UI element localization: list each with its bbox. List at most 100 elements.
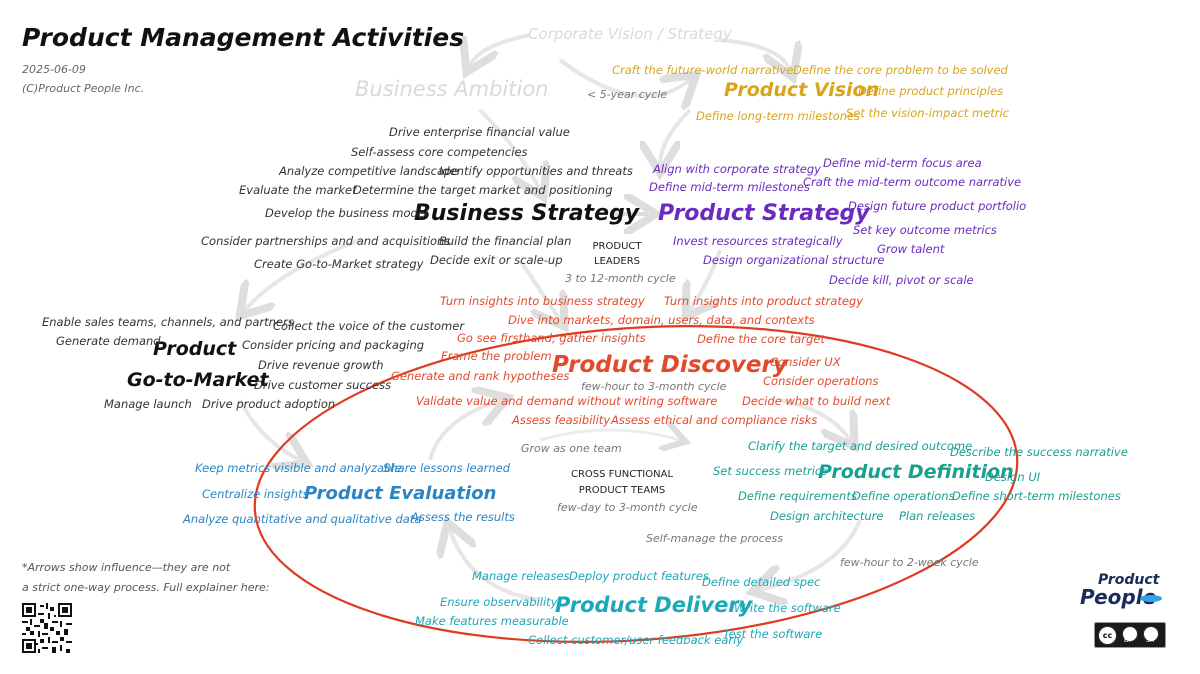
business-activity: Analyze competitive landscape xyxy=(279,164,459,178)
leaders-label-line1: PRODUCT xyxy=(592,241,642,252)
delivery-activity: Ensure observability xyxy=(440,595,558,609)
discovery-activity: Assess feasibility xyxy=(512,413,611,427)
arrow-definition-to-delivery xyxy=(760,519,862,590)
qr-code-icon[interactable] xyxy=(22,603,72,653)
discovery-activity: Turn insights into product strategy xyxy=(664,294,864,308)
footnote-line2: a strict one-way process. Full explainer… xyxy=(22,581,270,594)
team-label-line2: PRODUCT TEAMS xyxy=(578,485,666,496)
evaluation-activity: Assess the results xyxy=(411,510,515,524)
license-by-label: BY xyxy=(1124,637,1132,644)
definition-activity: Set success metrics xyxy=(713,464,828,478)
strategy-activity: Craft the mid-term outcome narrative xyxy=(803,175,1022,189)
gtm-activity: Manage launch xyxy=(104,397,192,411)
delivery-activity: Make features measurable xyxy=(415,614,569,628)
evaluation-activity: Share lessons learned xyxy=(383,461,511,475)
business-activity: Build the financial plan xyxy=(439,234,572,248)
delivery-activity: Collect customer/user feedback early xyxy=(528,633,744,647)
footnote-line1: *Arrows show influence—they are not xyxy=(22,561,231,574)
definition-cycle-label: few-hour to 2-week cycle xyxy=(840,556,979,569)
copyright-label: (C)Product People Inc. xyxy=(22,82,145,95)
business-activity: Decide exit or scale-up xyxy=(430,253,563,267)
product-people-logo: Product People xyxy=(1080,572,1170,612)
arrow-corporate-to-vision xyxy=(719,38,790,70)
arrow-vision-to-strategy xyxy=(660,108,692,165)
gtm-activity: Generate demand xyxy=(56,334,161,348)
definition-activity: Plan releases xyxy=(899,509,976,523)
logo-line1: Product xyxy=(1098,572,1160,588)
discovery-activity: Assess ethical and compliance risks xyxy=(611,413,818,427)
gtm-activity: Enable sales teams, channels, and partne… xyxy=(42,315,294,329)
arrow-discovery-to-definition xyxy=(779,398,850,440)
delivery-activity: Test the software xyxy=(723,627,823,641)
team-grow-label: Grow as one team xyxy=(521,442,622,455)
product-vision-title: Product Vision xyxy=(724,79,880,101)
corporate-vision-label: Corporate Vision / Strategy xyxy=(528,25,732,43)
arrow-ambition-to-business xyxy=(478,108,540,190)
by-person-icon xyxy=(1122,626,1138,642)
discovery-activity: Frame the problem xyxy=(441,349,552,363)
license-sa-label: SA xyxy=(1146,637,1155,644)
arrow-business-to-gtm xyxy=(245,238,361,310)
page-title: Product Management Activities xyxy=(22,23,465,52)
vision-activity: Set the vision-impact metric xyxy=(846,106,1009,120)
arrow-business-to-discovery xyxy=(518,258,560,320)
delivery-activity: Define detailed spec xyxy=(702,575,821,589)
arrow-strategy-to-discovery xyxy=(690,249,722,310)
definition-activity: Define requirements xyxy=(738,489,857,503)
product-definition-title: Product Definition xyxy=(818,461,1014,483)
strategy-activity: Grow talent xyxy=(877,242,945,256)
gtm-activity: Drive revenue growth xyxy=(258,358,384,372)
vision-activity: Define long-term milestones xyxy=(696,109,861,123)
discovery-activity: Turn insights into business strategy xyxy=(440,294,645,308)
definition-activity: Design architecture xyxy=(770,509,884,523)
strategy-activity: Design future product portfolio xyxy=(848,199,1027,213)
definition-activity: Define short-term milestones xyxy=(952,489,1121,503)
creative-commons-badge: cc BY SA xyxy=(1094,622,1166,648)
discovery-activity: Decide what to build next xyxy=(742,394,891,408)
strategy-activity: Set key outcome metrics xyxy=(853,223,997,237)
logo-line2: People xyxy=(1080,585,1157,609)
discovery-activity: Consider UX xyxy=(770,355,841,369)
vision-activity: Define product principles xyxy=(858,84,1004,98)
team-self-manage-label: Self-manage the process xyxy=(646,532,783,545)
team-cycle-label: few-day to 3-month cycle xyxy=(557,501,698,514)
gtm-title-line1: Product xyxy=(153,338,237,360)
strategy-activity: Define mid-term milestones xyxy=(649,180,810,194)
business-activity: Develop the business model xyxy=(265,206,429,220)
leaders-label-line2: LEADERS xyxy=(593,256,641,267)
arrow-team-loop xyxy=(539,430,680,440)
arrow-delivery-to-evaluation xyxy=(450,530,541,602)
discovery-activity: Define the core target xyxy=(697,332,825,346)
discovery-activity: Dive into markets, domain, users, data, … xyxy=(508,313,815,327)
team-label-line1: CROSS FUNCTIONAL xyxy=(570,469,674,480)
gtm-activity: Drive customer success xyxy=(254,378,392,392)
business-strategy-title: Business Strategy xyxy=(414,201,640,226)
definition-activity: Design UI xyxy=(985,470,1041,484)
cc-icon: cc xyxy=(1098,626,1117,645)
product-discovery-title: Product Discovery xyxy=(552,352,788,378)
leaders-cycle-label: 3 to 12-month cycle xyxy=(565,272,676,285)
discovery-activity: Consider operations xyxy=(763,374,879,388)
business-activity: Evaluate the market xyxy=(239,183,357,197)
arrow-gtm-loop xyxy=(238,399,300,460)
strategy-activity: Align with corporate strategy xyxy=(653,162,821,176)
gtm-activity: Consider pricing and packaging xyxy=(242,338,425,352)
arrow-ambition-loop xyxy=(558,58,690,96)
business-activity: Create Go-to-Market strategy xyxy=(254,257,424,271)
product-strategy-title: Product Strategy xyxy=(658,201,870,226)
strategy-activity: Design organizational structure xyxy=(703,253,885,267)
gtm-activity: Collect the voice of the customer xyxy=(273,319,465,333)
gtm-activity: Drive product adoption xyxy=(202,397,336,411)
date-label: 2025-06-09 xyxy=(22,63,86,76)
definition-activity: Clarify the target and desired outcome xyxy=(748,439,973,453)
strategy-activity: Decide kill, pivot or scale xyxy=(829,273,974,287)
vision-activity: Define the core problem to be solved xyxy=(793,63,1008,77)
product-evaluation-title: Product Evaluation xyxy=(304,483,497,504)
discovery-activity: Generate and rank hypotheses xyxy=(391,369,570,383)
gtm-title-line2: Go-to-Market xyxy=(127,369,269,391)
vision-activity: Craft the future-world narrative xyxy=(612,63,794,77)
business-activity: Consider partnerships and and acquisitio… xyxy=(201,234,451,248)
delivery-activity: Manage releases xyxy=(472,569,570,583)
delivery-activity: Deploy product features xyxy=(569,569,709,583)
